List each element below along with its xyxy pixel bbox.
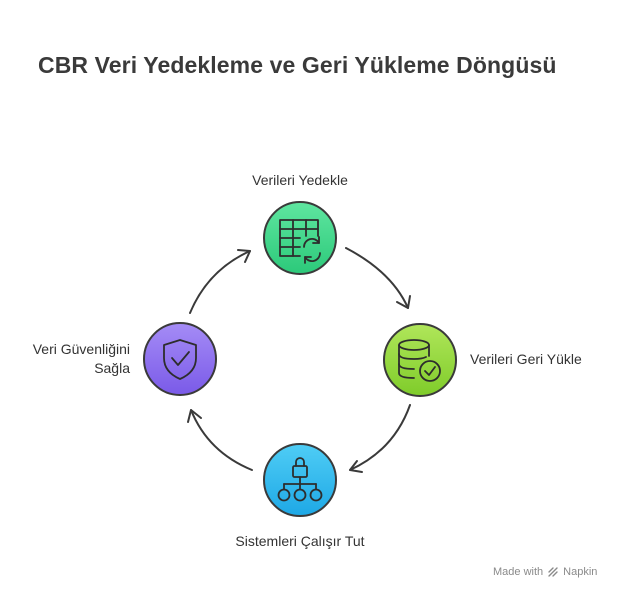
napkin-watermark: Made with Napkin (493, 566, 597, 578)
arrow-bottom-to-left (187, 409, 253, 471)
node-backup (263, 201, 337, 275)
node-security (143, 322, 217, 396)
napkin-logo-icon (548, 567, 558, 577)
database-check-icon (398, 339, 441, 382)
step-label-keep-running: Sistemleri Çalışır Tut (235, 533, 365, 549)
diagram-title: CBR Veri Yedekleme ve Geri Yükleme Döngü… (38, 52, 557, 78)
step-label-restore: Verileri Geri Yükle (470, 351, 582, 367)
step-label-security: Veri Güvenliğini Sağla (32, 341, 130, 376)
node-restore (383, 323, 457, 397)
node-keep-running (263, 443, 337, 517)
step-label-backup: Verileri Yedekle (252, 172, 348, 188)
arrow-top-to-right (345, 247, 411, 309)
brand-name: Napkin (563, 566, 598, 578)
shield-check-icon (163, 339, 197, 380)
arrow-right-to-bottom (349, 404, 411, 473)
table-sync-icon (279, 219, 321, 264)
arrow-left-to-top (189, 249, 251, 314)
made-with-text: Made with (493, 566, 544, 578)
network-lock-icon (277, 457, 323, 502)
